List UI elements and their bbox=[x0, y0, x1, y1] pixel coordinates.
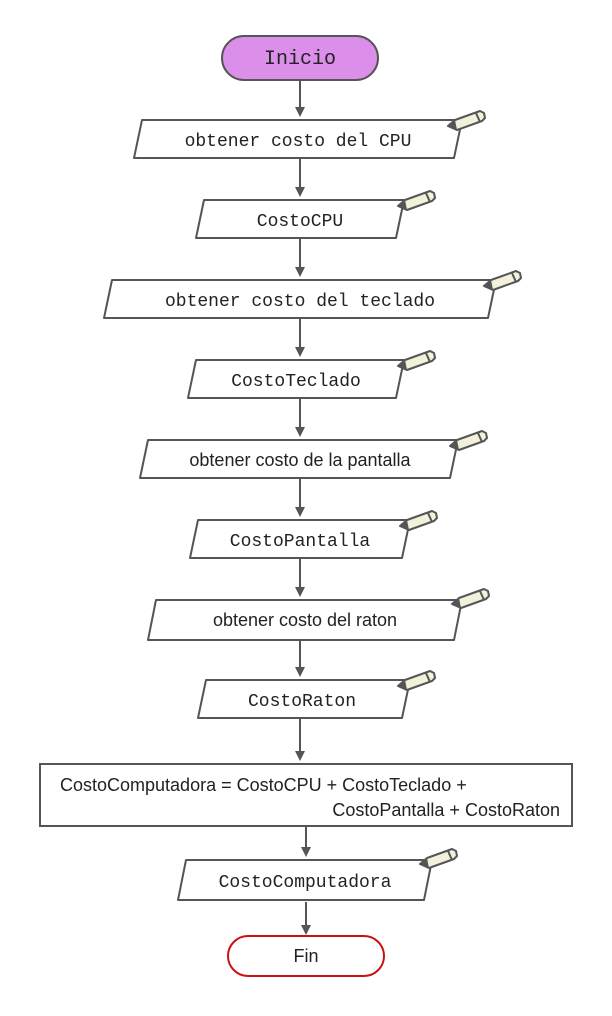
process-node: CostoComputadora = CostoCPU + CostoTecla… bbox=[39, 763, 573, 827]
end-node: Fin bbox=[227, 935, 385, 977]
input-teclado-var-label: CostoTeclado bbox=[231, 372, 361, 392]
input-pantalla-prompt-label: obtener costo de la pantalla bbox=[189, 450, 411, 470]
input-raton-prompt-label: obtener costo del raton bbox=[213, 610, 397, 630]
input-teclado-prompt-label: obtener costo del teclado bbox=[165, 292, 435, 312]
input-raton-prompt-node: obtener costo del raton bbox=[147, 588, 490, 641]
pencil-icon bbox=[397, 670, 436, 691]
pencil-icon bbox=[397, 350, 436, 371]
start-label: Inicio bbox=[264, 48, 336, 71]
input-cpu-prompt-node: obtener costo del CPU bbox=[133, 110, 486, 159]
input-teclado-var-node: CostoTeclado bbox=[187, 350, 436, 399]
input-pantalla-var-label: CostoPantalla bbox=[230, 532, 371, 552]
output-var-node: CostoComputadora bbox=[177, 848, 458, 901]
process-line-2: CostoPantalla + CostoRaton bbox=[332, 800, 560, 820]
end-label: Fin bbox=[293, 946, 318, 966]
pencil-icon bbox=[451, 588, 490, 609]
connectors bbox=[295, 80, 311, 935]
input-teclado-prompt-node: obtener costo del teclado bbox=[103, 270, 522, 319]
pencil-icon bbox=[483, 270, 522, 291]
pencil-icon bbox=[397, 190, 436, 211]
input-pantalla-var-node: CostoPantalla bbox=[189, 510, 438, 559]
input-cpu-prompt-label: obtener costo del CPU bbox=[185, 132, 412, 152]
input-pantalla-prompt-node: obtener costo de la pantalla bbox=[139, 430, 488, 479]
pencil-icon bbox=[449, 430, 488, 451]
start-node: Inicio bbox=[221, 35, 379, 81]
output-var-label: CostoComputadora bbox=[219, 873, 392, 893]
pencil-icon bbox=[399, 510, 438, 531]
process-line-1: CostoComputadora = CostoCPU + CostoTecla… bbox=[60, 775, 467, 795]
input-cpu-var-label: CostoCPU bbox=[257, 212, 343, 232]
pencil-icon bbox=[447, 110, 486, 131]
input-raton-var-label: CostoRaton bbox=[248, 692, 356, 712]
input-cpu-var-node: CostoCPU bbox=[195, 190, 436, 239]
pencil-icon bbox=[419, 848, 458, 869]
input-raton-var-node: CostoRaton bbox=[197, 670, 436, 719]
